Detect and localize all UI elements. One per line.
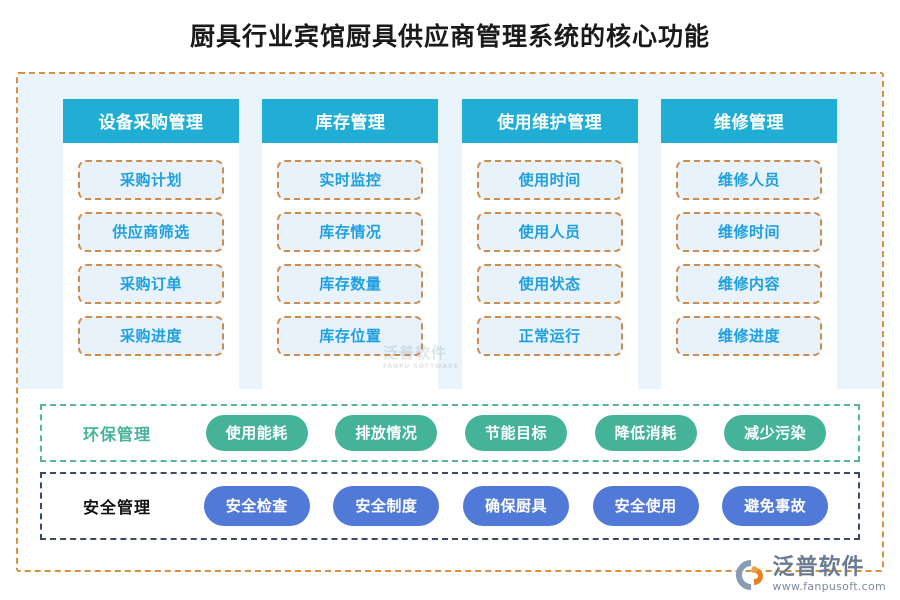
item-box[interactable]: 采购进度	[78, 316, 224, 356]
diagram-outer-frame: 设备采购管理 采购计划 供应商筛选 采购订单 采购进度 库存管理 实时监控 库存…	[16, 72, 884, 572]
column-items-repair: 维修人员 维修时间 维修内容 维修进度	[661, 143, 837, 370]
column-card-inventory: 库存管理 实时监控 库存情况 库存数量 库存位置	[262, 99, 439, 389]
pill-item[interactable]: 使用能耗	[205, 415, 308, 451]
item-box[interactable]: 库存数量	[277, 264, 424, 304]
column-header-repair: 维修管理	[660, 99, 837, 143]
item-box[interactable]: 供应商筛选	[78, 212, 224, 252]
pill-item[interactable]: 节能目标	[464, 415, 567, 451]
pill-item[interactable]: 避免事故	[722, 486, 829, 526]
pill-item[interactable]: 排放情况	[335, 415, 438, 451]
column-header-inventory: 库存管理	[262, 99, 439, 143]
pill-item[interactable]: 确保厨具	[462, 486, 569, 526]
item-box[interactable]: 使用人员	[476, 212, 623, 252]
logo-url: www.fanpusoft.com	[772, 580, 886, 593]
column-items-procurement: 采购计划 供应商筛选 采购订单 采购进度	[63, 143, 239, 370]
item-box[interactable]: 使用时间	[476, 160, 623, 200]
logo-text: 泛普软件 www.fanpusoft.com	[772, 555, 886, 593]
pill-item[interactable]: 安全检查	[203, 486, 310, 526]
pill-item[interactable]: 安全制度	[333, 486, 440, 526]
item-box[interactable]: 维修时间	[675, 212, 822, 252]
fanpu-logo-icon	[734, 558, 768, 592]
item-box[interactable]: 正常运行	[476, 316, 623, 356]
item-box[interactable]: 使用状态	[476, 264, 623, 304]
band-safety: 安全管理 安全检查 安全制度 确保厨具 安全使用 避免事故	[40, 472, 860, 540]
item-box[interactable]: 维修进度	[675, 316, 822, 356]
band-label-safety: 安全管理	[82, 498, 151, 517]
logo-name: 泛普软件	[772, 555, 865, 580]
pill-item[interactable]: 减少污染	[724, 415, 827, 451]
band-environmental: 环保管理 使用能耗 排放情况 节能目标 降低消耗 减少污染	[40, 404, 860, 462]
pill-row-environmental: 使用能耗 排放情况 节能目标 降低消耗 减少污染	[192, 415, 858, 451]
columns-panel: 设备采购管理 采购计划 供应商筛选 采购订单 采购进度 库存管理 实时监控 库存…	[18, 74, 882, 389]
item-box[interactable]: 维修人员	[675, 160, 822, 200]
column-card-repair: 维修管理 维修人员 维修时间 维修内容 维修进度	[660, 99, 837, 389]
item-box[interactable]: 库存情况	[277, 212, 424, 252]
pill-row-safety: 安全检查 安全制度 确保厨具 安全使用 避免事故	[192, 486, 858, 526]
column-header-procurement: 设备采购管理	[63, 99, 239, 143]
column-items-inventory: 实时监控 库存情况 库存数量 库存位置	[262, 143, 438, 370]
item-box[interactable]: 实时监控	[277, 160, 424, 200]
brand-logo: 泛普软件 www.fanpusoft.com	[734, 557, 886, 592]
column-items-usage-maintenance: 使用时间 使用人员 使用状态 正常运行	[462, 143, 638, 370]
band-label-environmental: 环保管理	[82, 425, 151, 444]
item-box[interactable]: 采购订单	[78, 264, 224, 304]
item-box[interactable]: 采购计划	[78, 160, 224, 200]
page-title: 厨具行业宾馆厨具供应商管理系统的核心功能	[189, 22, 710, 51]
column-card-usage-maintenance: 使用维护管理 使用时间 使用人员 使用状态 正常运行	[461, 99, 638, 389]
column-header-usage-maintenance: 使用维护管理	[461, 99, 638, 143]
item-box[interactable]: 库存位置	[277, 316, 424, 356]
pill-item[interactable]: 降低消耗	[594, 415, 697, 451]
column-card-procurement: 设备采购管理 采购计划 供应商筛选 采购订单 采购进度	[63, 99, 239, 389]
item-box[interactable]: 维修内容	[675, 264, 822, 304]
pill-item[interactable]: 安全使用	[592, 486, 699, 526]
